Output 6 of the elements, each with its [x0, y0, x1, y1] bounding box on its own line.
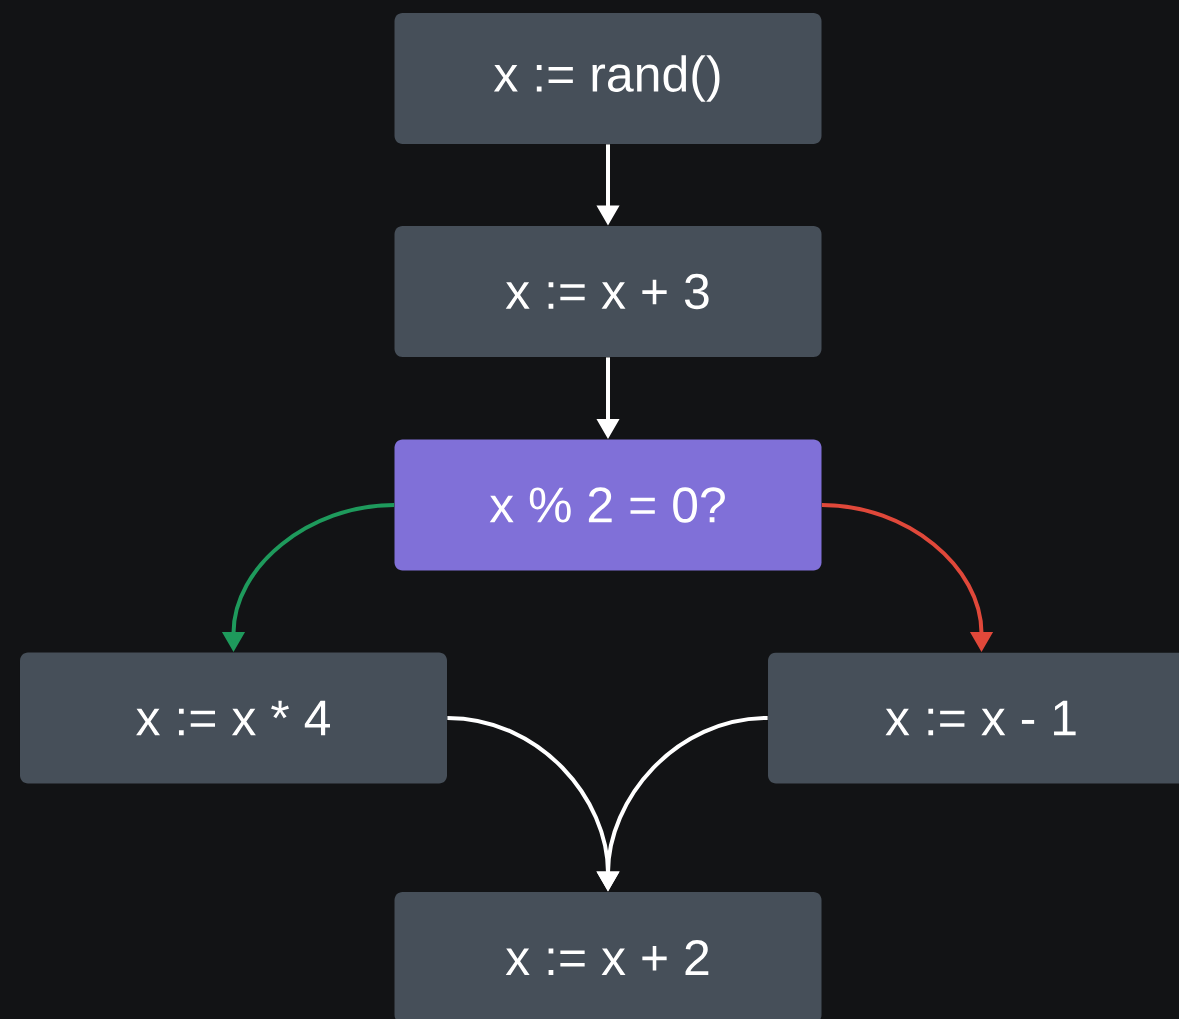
process-box: x := x + 2: [394, 892, 822, 1019]
process-box: x := rand(): [394, 13, 822, 144]
process-box: x := x + 3: [394, 226, 822, 357]
process-box: x := x - 1: [768, 652, 1179, 784]
decision-box: x % 2 = 0?: [394, 439, 822, 571]
process-box: x := x * 4: [20, 652, 447, 784]
